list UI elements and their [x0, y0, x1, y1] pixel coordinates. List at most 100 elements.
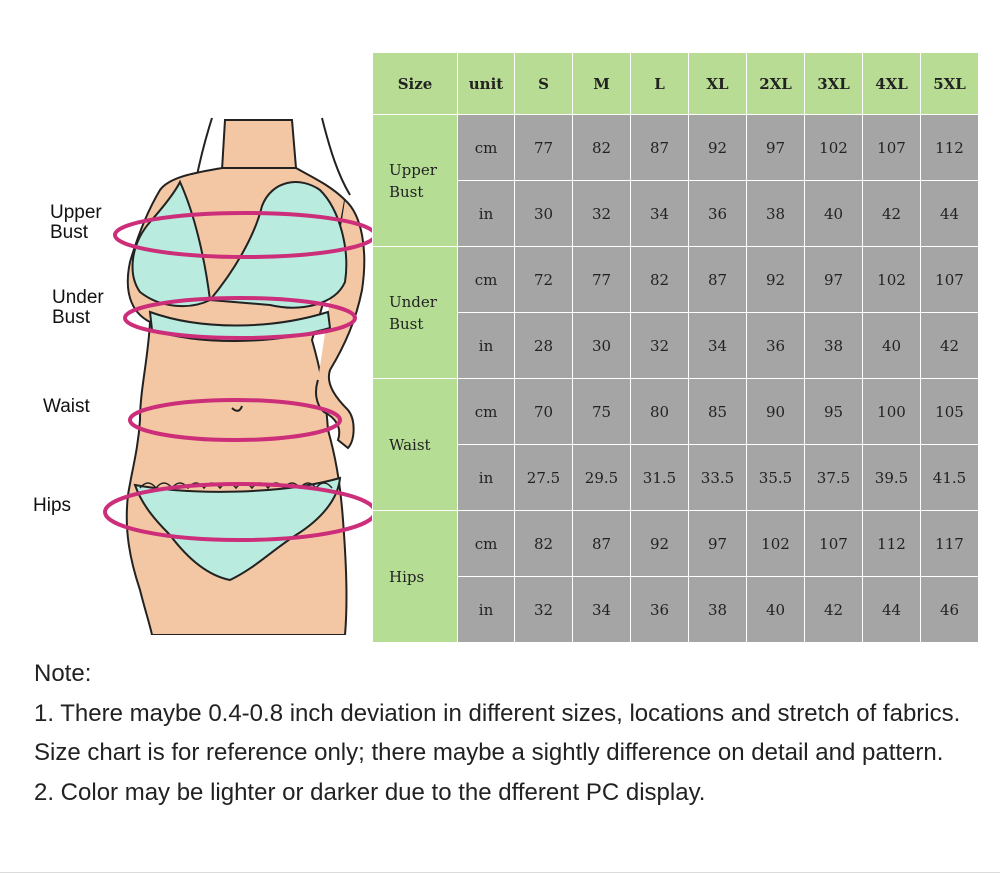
- value-cell: 97: [688, 510, 747, 577]
- value-cell: 107: [804, 510, 863, 577]
- header-size-4xl: 4XL: [862, 52, 921, 115]
- value-cell: 102: [746, 510, 805, 577]
- header-size-xl: XL: [688, 52, 747, 115]
- unit-cell: cm: [457, 114, 515, 181]
- measure-label-line: Hips: [389, 567, 425, 586]
- value-cell: 36: [746, 312, 805, 379]
- measure-label-cell: Hips: [372, 510, 458, 643]
- note-title: Note:: [34, 660, 92, 687]
- value-cell: 46: [920, 576, 979, 643]
- value-cell: 72: [514, 246, 573, 313]
- value-cell: 77: [514, 114, 573, 181]
- value-cell: 40: [804, 180, 863, 247]
- unit-cell: in: [457, 444, 515, 511]
- note-line-2: 2. Color may be lighter or darker due to…: [34, 778, 706, 806]
- value-cell: 41.5: [920, 444, 979, 511]
- value-cell: 75: [572, 378, 631, 445]
- label-upper-bust-line2: Bust: [50, 222, 89, 243]
- value-cell: 102: [862, 246, 921, 313]
- value-cell: 38: [746, 180, 805, 247]
- value-cell: 32: [630, 312, 689, 379]
- label-under-bust-line2: Bust: [52, 307, 91, 328]
- value-cell: 107: [862, 114, 921, 181]
- value-cell: 40: [862, 312, 921, 379]
- value-cell: 30: [514, 180, 573, 247]
- upper-bust-ring: [113, 211, 375, 259]
- value-cell: 107: [920, 246, 979, 313]
- value-cell: 87: [572, 510, 631, 577]
- figure-illustration: [103, 117, 375, 635]
- label-hips: Hips: [33, 495, 72, 516]
- value-cell: 42: [804, 576, 863, 643]
- value-cell: 34: [688, 312, 747, 379]
- value-cell: 44: [862, 576, 921, 643]
- hair-right: [321, 117, 351, 196]
- header-size-s: S: [514, 52, 573, 115]
- value-cell: 117: [920, 510, 979, 577]
- unit-cell: in: [457, 576, 515, 643]
- unit-cell: cm: [457, 246, 515, 313]
- value-cell: 77: [572, 246, 631, 313]
- value-cell: 40: [746, 576, 805, 643]
- value-cell: 42: [862, 180, 921, 247]
- value-cell: 82: [630, 246, 689, 313]
- bottom-divider: [0, 872, 1000, 873]
- value-cell: 97: [804, 246, 863, 313]
- value-cell: 87: [688, 246, 747, 313]
- unit-cell: in: [457, 180, 515, 247]
- note-line-1: 1. There maybe 0.4-0.8 inch deviation in…: [34, 699, 961, 767]
- value-cell: 44: [920, 180, 979, 247]
- value-cell: 85: [688, 378, 747, 445]
- value-cell: 105: [920, 378, 979, 445]
- value-cell: 32: [572, 180, 631, 247]
- value-cell: 31.5: [630, 444, 689, 511]
- header-unit: unit: [457, 52, 515, 115]
- unit-cell: cm: [457, 378, 515, 445]
- value-cell: 37.5: [804, 444, 863, 511]
- right-arm: [315, 199, 366, 450]
- value-cell: 32: [514, 576, 573, 643]
- header-size-m: M: [572, 52, 631, 115]
- value-cell: 100: [862, 378, 921, 445]
- unit-cell: cm: [457, 510, 515, 577]
- value-cell: 38: [804, 312, 863, 379]
- header-size-l: L: [630, 52, 689, 115]
- label-upper-bust-line1: Upper: [50, 202, 102, 223]
- header-size-2xl: 2XL: [746, 52, 805, 115]
- header-size-5xl: 5XL: [920, 52, 979, 115]
- value-cell: 80: [630, 378, 689, 445]
- value-cell: 82: [572, 114, 631, 181]
- under-bust-ring: [123, 296, 357, 340]
- value-cell: 27.5: [514, 444, 573, 511]
- value-cell: 97: [746, 114, 805, 181]
- measure-label-line: Bust: [389, 314, 424, 333]
- label-waist: Waist: [43, 396, 90, 417]
- header-size: Size: [372, 52, 458, 115]
- label-under-bust: Under Bust: [52, 288, 104, 328]
- measure-label-line: Bust: [389, 182, 424, 201]
- value-cell: 95: [804, 378, 863, 445]
- value-cell: 90: [746, 378, 805, 445]
- measure-label-cell: Waist: [372, 378, 458, 511]
- measure-label-line: Under: [389, 292, 437, 311]
- notes-section: Note: 1. There maybe 0.4-0.8 inch deviat…: [34, 654, 974, 812]
- value-cell: 42: [920, 312, 979, 379]
- value-cell: 92: [630, 510, 689, 577]
- value-cell: 34: [630, 180, 689, 247]
- value-cell: 112: [862, 510, 921, 577]
- value-cell: 28: [514, 312, 573, 379]
- value-cell: 102: [804, 114, 863, 181]
- bikini-band: [148, 310, 332, 342]
- value-cell: 34: [572, 576, 631, 643]
- label-upper-bust: Upper Bust: [50, 203, 102, 243]
- value-cell: 87: [630, 114, 689, 181]
